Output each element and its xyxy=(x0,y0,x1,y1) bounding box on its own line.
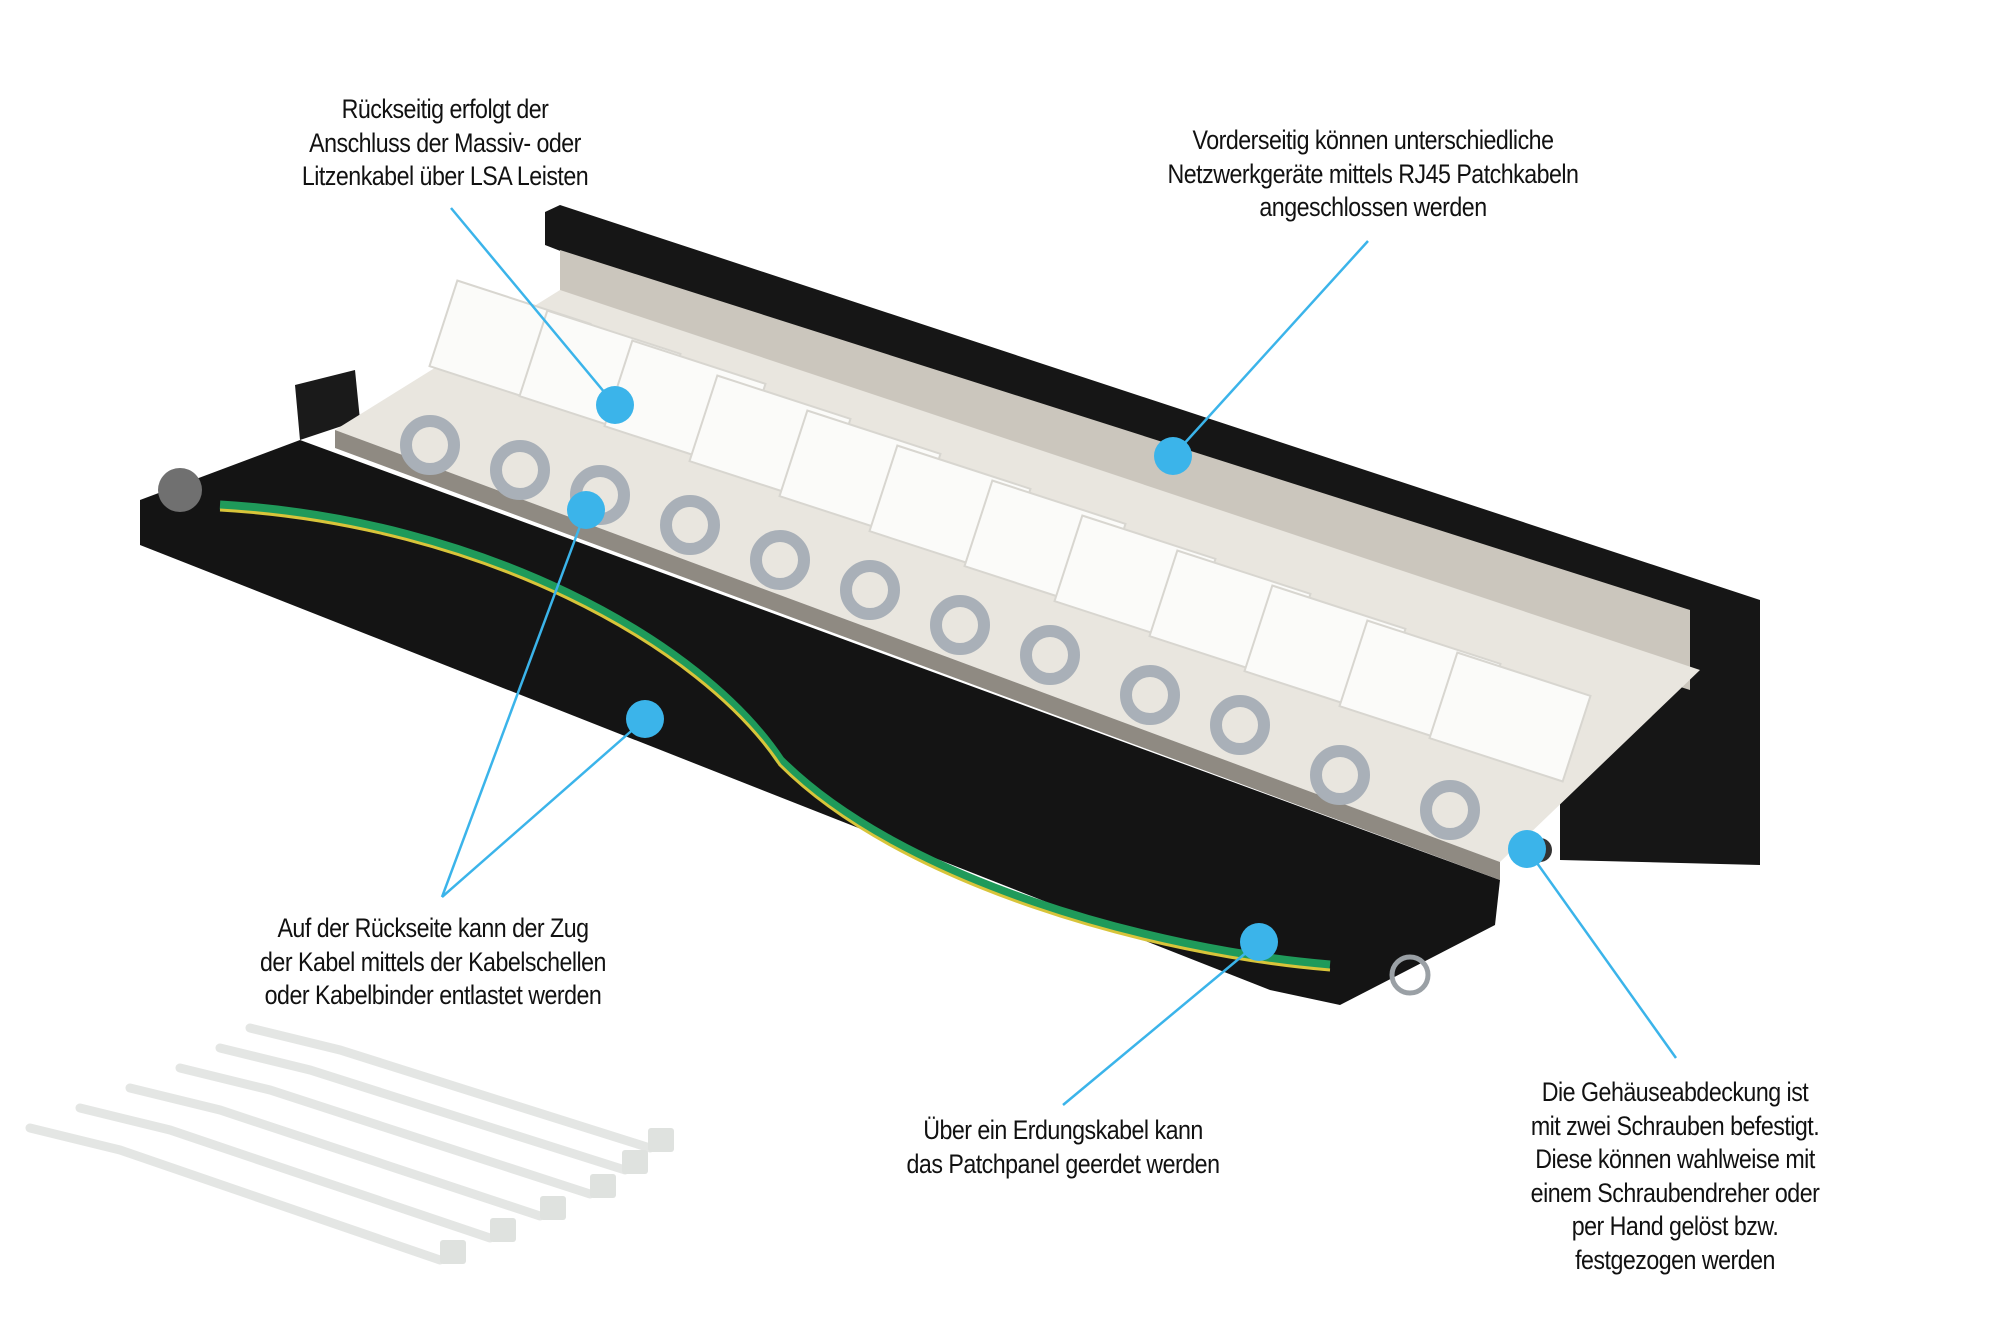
callout-line: Über ein Erdungskabel kann xyxy=(923,1115,1203,1145)
marker-clamp xyxy=(567,491,605,529)
callout-line: Die Gehäuseabdeckung ist xyxy=(1541,1077,1809,1107)
cable-tray xyxy=(140,440,1500,1005)
marker-lsa xyxy=(596,386,634,424)
callout-line: der Kabel mittels der Kabelschellen xyxy=(260,946,606,977)
ground-bolt xyxy=(158,468,202,512)
leader-lines xyxy=(440,207,1678,1106)
callout-front-rj45: Vorderseitig können unterschiedliche Net… xyxy=(1158,124,1588,225)
callout-line: Anschluss der Massiv- oder xyxy=(309,127,581,158)
housing-back-frame xyxy=(545,205,1760,865)
callout-line: Vorderseitig können unterschiedliche xyxy=(1192,125,1554,155)
ground-ring-terminal xyxy=(1389,954,1431,996)
callout-rear-lsa: Rückseitig erfolgt der Anschluss der Mas… xyxy=(273,93,617,194)
callout-markers xyxy=(567,386,1546,961)
callout-line: mit zwei Schrauben befestigt. xyxy=(1530,1110,1820,1141)
callout-line: das Patchpanel geerdet werden xyxy=(906,1148,1220,1179)
marker-rj45 xyxy=(1154,437,1192,475)
callout-strain-relief: Auf der Rückseite kann der Zug der Kabel… xyxy=(240,912,627,1013)
cable-tie-heads xyxy=(440,1128,674,1264)
callout-housing-cover: Die Gehäuseabdeckung ist mit zwei Schrau… xyxy=(1503,1076,1847,1277)
lsa-blocks xyxy=(428,279,1592,783)
marker-cover-screw xyxy=(1508,830,1546,868)
callout-grounding: Über ein Erdungskabel kann das Patchpane… xyxy=(891,1114,1235,1181)
callout-line: Diese können wahlweise mit xyxy=(1535,1144,1815,1174)
ground-cable xyxy=(219,500,1331,972)
callout-line: per Hand gelöst bzw. xyxy=(1571,1211,1779,1241)
callout-line: Auf der Rückseite kann der Zug xyxy=(277,913,589,943)
mount-bracket xyxy=(295,370,360,440)
callout-line: oder Kabelbinder entlastet werden xyxy=(264,980,602,1010)
marker-ground xyxy=(1240,923,1278,961)
callout-line: Netzwerkgeräte mittels RJ45 Patchkabeln xyxy=(1167,158,1579,189)
callout-line: Litzenkabel über LSA Leisten xyxy=(301,161,589,191)
marker-tray xyxy=(626,700,664,738)
cable-ties xyxy=(25,1023,655,1265)
callout-line: einem Schraubendreher oder xyxy=(1530,1177,1820,1208)
callout-line: festgezogen werden xyxy=(1575,1244,1775,1275)
callout-line: Rückseitig erfolgt der xyxy=(341,94,549,124)
callout-line: angeschlossen werden xyxy=(1259,192,1487,222)
cable-clamps xyxy=(400,415,1480,840)
board-front-edge xyxy=(335,430,1500,880)
